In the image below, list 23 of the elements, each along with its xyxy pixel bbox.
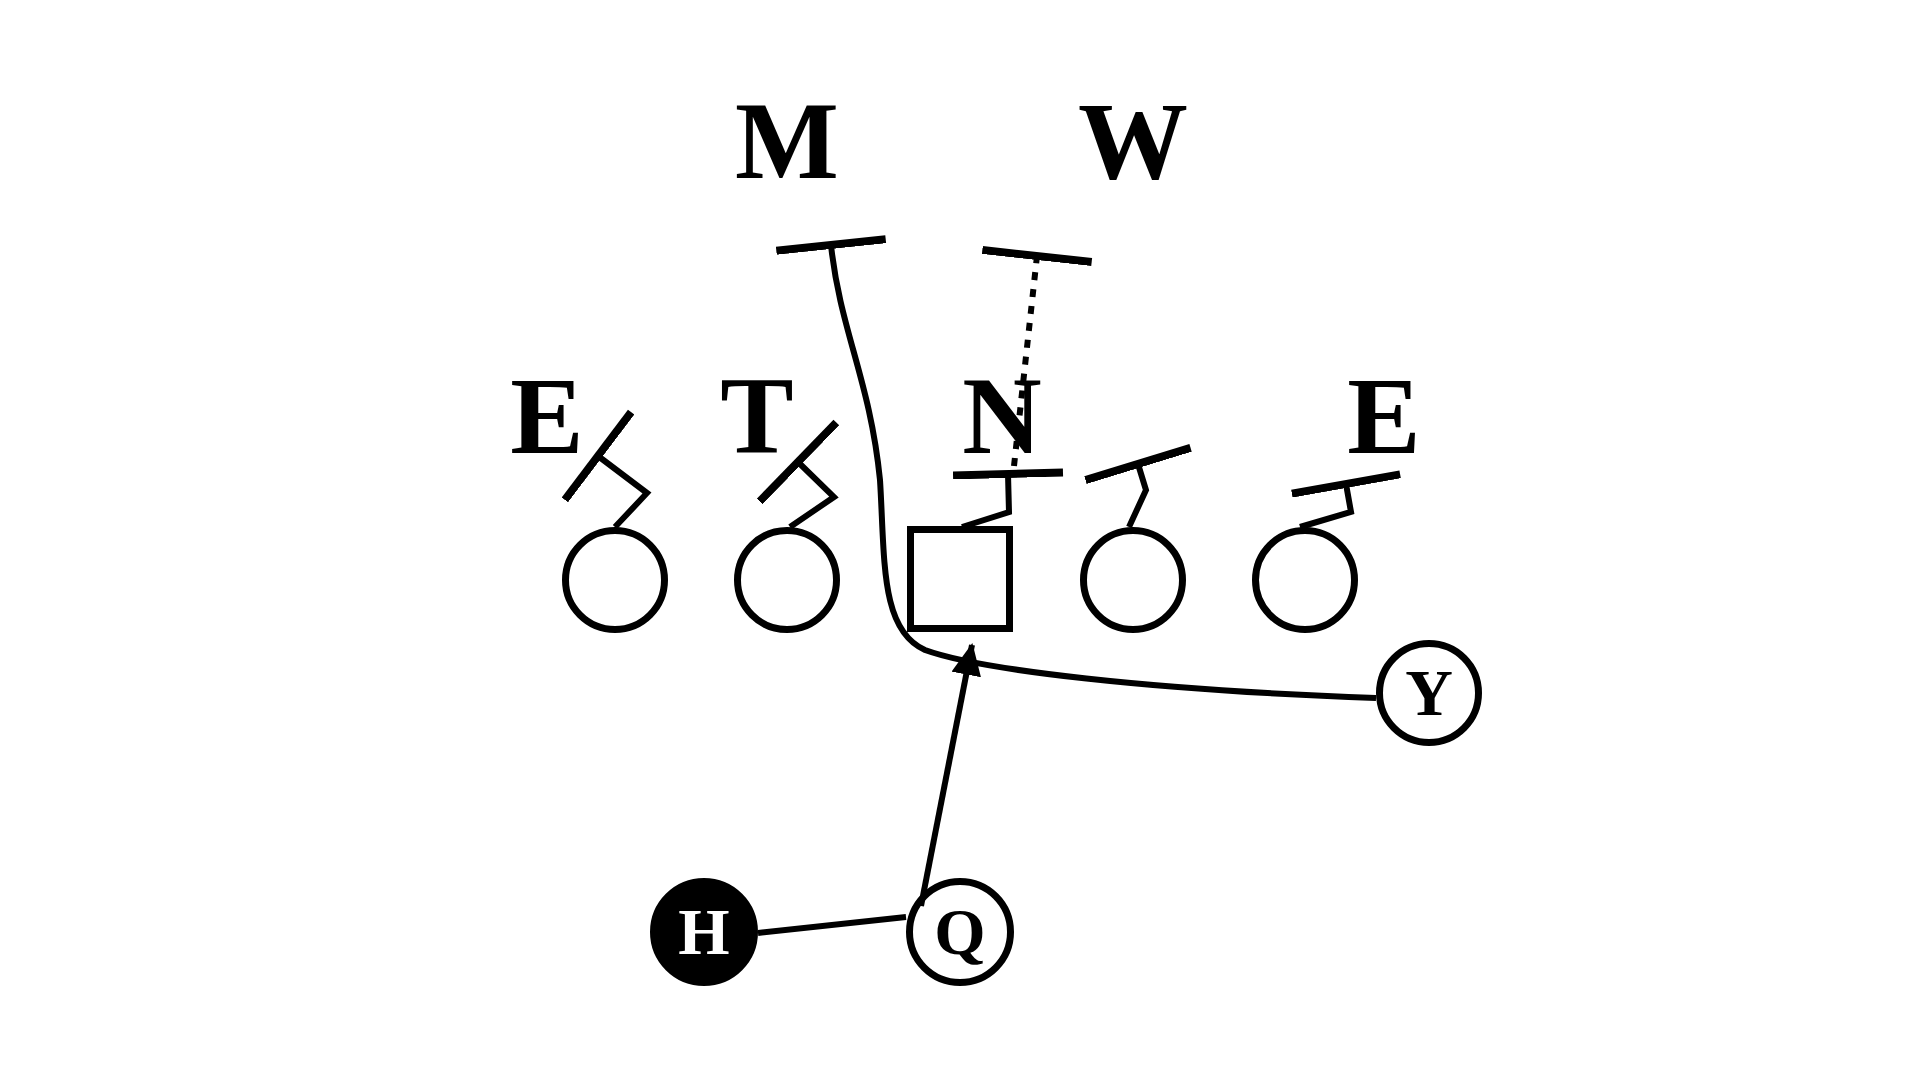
player-circle	[1080, 527, 1186, 633]
position-letter: E	[1344, 366, 1424, 466]
block-route	[561, 409, 652, 530]
player-circle	[906, 878, 1014, 986]
connector-line	[757, 914, 907, 936]
position-letter: T	[717, 366, 797, 466]
position-letter: H	[678, 899, 730, 965]
position-letter: Y	[1405, 660, 1453, 726]
player-circle	[734, 527, 840, 633]
block-route	[981, 246, 1093, 467]
position-letter: E	[507, 366, 587, 466]
position-letter: Q	[934, 899, 986, 965]
position-letter: N	[959, 366, 1045, 466]
block-route	[775, 233, 1377, 701]
position-letter: W	[1078, 86, 1188, 196]
block-route	[1084, 444, 1192, 529]
block-route	[756, 419, 840, 530]
position-letter: M	[732, 86, 842, 196]
player-circle	[1376, 640, 1482, 746]
center-square	[907, 526, 1013, 632]
player-circle	[562, 527, 668, 633]
arrow	[918, 643, 981, 907]
player-circle	[1252, 527, 1358, 633]
